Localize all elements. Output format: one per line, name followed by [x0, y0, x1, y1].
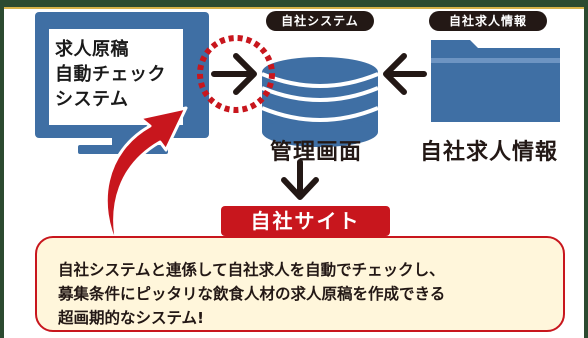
monitor-label-line-1: 求人原稿 — [55, 39, 129, 60]
database-caption: 管理画面 — [270, 140, 363, 165]
monitor-label-line-2: 自動チェック — [55, 64, 166, 85]
monitor-screen-area — [49, 29, 183, 125]
monitor-label: 求人原稿 自動チェック システム — [55, 37, 166, 112]
highlight-circle — [197, 35, 275, 113]
arrow-left-icon — [383, 53, 427, 95]
folder-label-pill: 自社求人情報 — [429, 11, 547, 31]
company-site-label: 自社サイト — [221, 206, 390, 236]
arrow-down-icon — [281, 159, 319, 200]
right-frame-bar — [584, 0, 588, 338]
folder-caption: 自社求人情報 — [420, 140, 559, 165]
description-box — [35, 236, 565, 332]
top-gold-line — [0, 7, 588, 9]
monitor-stand-neck — [112, 137, 132, 145]
description-line-3: 超画期的なシステム! — [58, 309, 205, 327]
arrow-right-icon — [211, 53, 257, 95]
database-icon — [261, 57, 379, 147]
left-frame-bar — [0, 0, 4, 338]
top-frame-bar — [0, 0, 588, 7]
folder-icon — [431, 40, 560, 122]
description-line-2: 募集条件にピッタリな飲食人材の求人原稿を作成できる — [58, 285, 446, 303]
description-line-1: 自社システムと連係して自社求人を自動でチェックし、 — [58, 261, 445, 279]
description-text: 自社システムと連係して自社求人を自動でチェックし、 募集条件にピッタリな飲食人材… — [58, 258, 558, 330]
curved-arrow-icon — [104, 106, 188, 250]
monitor-label-line-3: システム — [55, 89, 129, 110]
database-label-pill: 自社システム — [266, 11, 374, 31]
